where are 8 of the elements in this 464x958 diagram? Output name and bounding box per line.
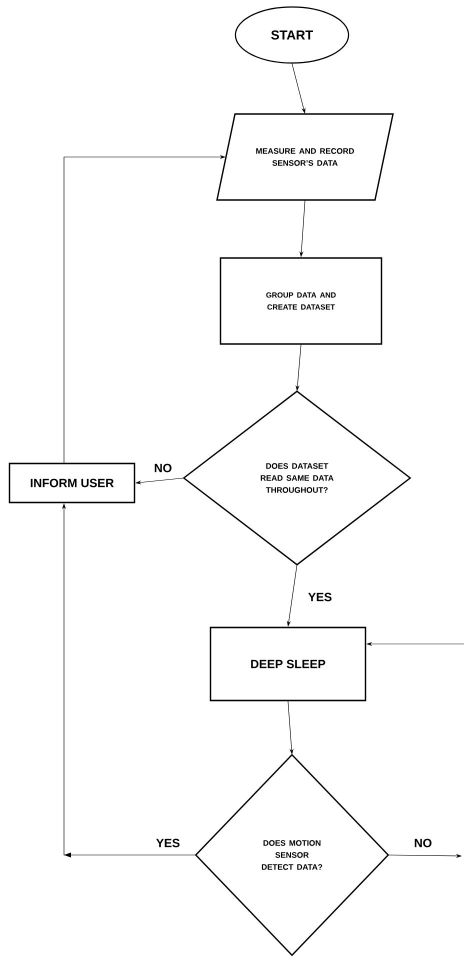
edge-label: YES [155, 838, 181, 848]
edge-label: NO [413, 838, 433, 848]
edge-label: NO [153, 462, 173, 474]
process-box: DEEP SLEEP [210, 626, 366, 702]
process-box: INFORM USER [8, 462, 136, 504]
input-parallelogram: MEASURE AND RECORD SENSOR’S DATA [216, 113, 394, 201]
start-oval: START [234, 6, 350, 64]
edge-label: YES [307, 592, 333, 602]
